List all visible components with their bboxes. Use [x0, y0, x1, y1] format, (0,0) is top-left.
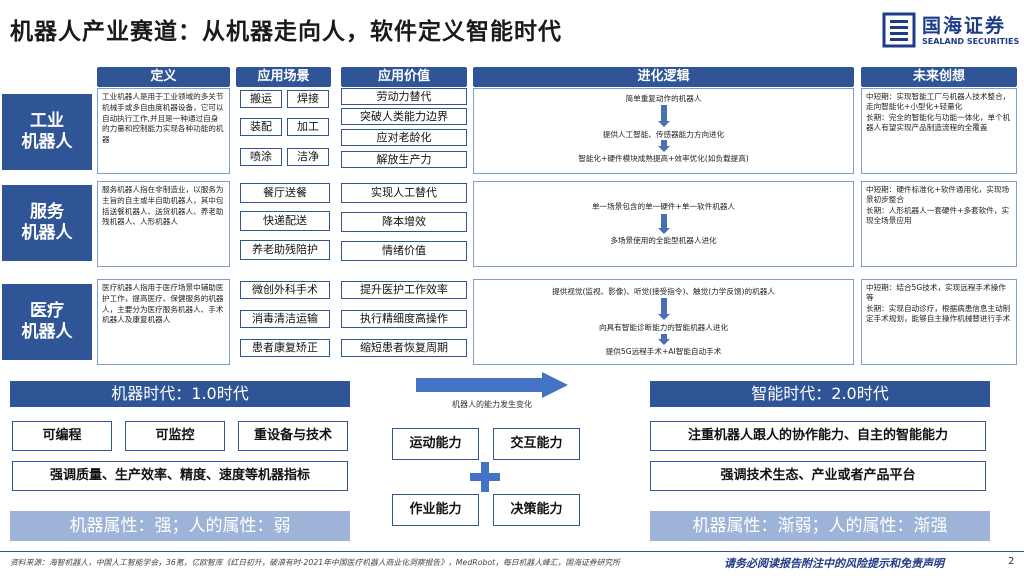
- evolution-step: 提供人工智能、传感器能力方向进化: [602, 130, 725, 139]
- column-header-future: 未来创想: [861, 67, 1017, 87]
- capability-box: 运动能力: [392, 428, 479, 460]
- attribute-banner-machine: 机器属性：强；人的属性：弱: [10, 511, 350, 541]
- scenario-pill: 洁净: [287, 148, 329, 166]
- scenario-pill: 焊接: [287, 90, 329, 108]
- evolution-industrial: 简单重复动作的机器人 提供人工智能、传感器能力方向进化 智能化+硬件模块成熟提高…: [473, 88, 854, 174]
- future-industrial: 中短期：实现智能工厂与机器人技术整合，走向智能化+小型化+轻量化 长期：完全的智…: [861, 88, 1017, 174]
- logo-text-en: SEALAND SECURITIES: [922, 37, 1020, 46]
- capability-box: 交互能力: [493, 428, 580, 460]
- column-header-evolution: 进化逻辑: [473, 67, 854, 87]
- evolution-medical: 提供视觉(监视、影像)、听觉(接受指令)、触觉(力学反馈)的机器人 向具有智能诊…: [473, 279, 854, 365]
- down-arrow-icon: [658, 140, 670, 152]
- down-arrow-icon: [658, 105, 670, 127]
- feature-box: 可监控: [125, 421, 225, 451]
- scenario-pill: 快递配送: [240, 211, 330, 231]
- era-banner-intelligent: 智能时代：2.0时代: [650, 381, 990, 407]
- scenario-pill: 餐厅送餐: [240, 183, 330, 203]
- capability-box: 决策能力: [493, 494, 580, 526]
- scenario-pill: 装配: [240, 118, 282, 136]
- definition-medical: 医疗机器人指用于医疗场景中辅助医护工作，提高医疗、保健服务的机器人，主要分为医疗…: [97, 279, 230, 365]
- feature-box: 重设备与技术: [238, 421, 348, 451]
- feature-box: 强调技术生态、产业或者产品平台: [650, 461, 986, 491]
- column-header-value: 应用价值: [341, 67, 467, 87]
- scenario-pill: 养老助残陪护: [240, 240, 330, 260]
- logo-text-cn: 国海证券: [922, 15, 1007, 37]
- evolution-step: 单一场景包含的单一硬件+单一软件机器人: [591, 202, 736, 211]
- capability-box: 作业能力: [392, 494, 479, 526]
- column-header-scenarios: 应用场景: [236, 67, 331, 87]
- value-pill: 应对老龄化: [341, 129, 467, 146]
- scenario-pill: 喷涂: [240, 148, 282, 166]
- evolution-step: 智能化+硬件模块成熟提高+效率优化(如负载提高): [578, 154, 749, 163]
- value-pill: 劳动力替代: [341, 88, 467, 105]
- value-pill: 提升医护工作效率: [341, 281, 467, 299]
- source-note: 资料来源：海智机器人，中国人工智能学会，36氪，亿欧智库《红日初升，破浪有时-2…: [10, 558, 620, 567]
- row-label-line2: 机器人: [21, 132, 73, 152]
- row-label-line1: 医疗: [30, 300, 64, 321]
- feature-box: 注重机器人跟人的协作能力、自主的智能能力: [650, 421, 986, 451]
- evolution-step: 向具有智能诊断能力的智能机器人进化: [598, 323, 729, 332]
- page-title: 机器人产业赛道：从机器走向人，软件定义智能时代: [10, 19, 562, 45]
- disclaimer-link[interactable]: 请务必阅读报告附注中的风险提示和免责声明: [724, 557, 944, 570]
- value-pill: 执行精细度高操作: [341, 310, 467, 328]
- value-pill: 降本增效: [341, 212, 467, 232]
- scenario-pill: 加工: [287, 118, 329, 136]
- evolution-service: 单一场景包含的单一硬件+单一软件机器人 多场景使用的全能型机器人进化: [473, 181, 854, 267]
- row-label-line2: 机器人: [21, 223, 73, 243]
- value-pill: 情绪价值: [341, 241, 467, 261]
- right-arrow-icon: [416, 372, 568, 398]
- page-number: 2: [1008, 556, 1015, 567]
- evolution-step: 提供5G远程手术+AI智能自动手术: [605, 347, 722, 356]
- row-label-line1: 服务: [30, 201, 64, 222]
- scenario-pill: 搬运: [240, 90, 282, 108]
- row-label-line2: 机器人: [21, 322, 73, 342]
- plus-icon: [470, 462, 500, 492]
- sealand-logo-icon: [882, 12, 916, 48]
- evolution-step: 提供视觉(监视、影像)、听觉(接受指令)、触觉(力学反馈)的机器人: [552, 287, 775, 296]
- value-pill: 实现人工替代: [341, 183, 467, 203]
- down-arrow-icon: [658, 214, 670, 234]
- evolution-step: 简单重复动作的机器人: [625, 94, 702, 103]
- future-medical: 中短期：结合5G技术，实现远程手术操作等 长期：实现自动诊疗，根据病患信息主动制…: [861, 279, 1017, 365]
- row-label-service: 服务机器人: [2, 185, 92, 261]
- column-header-definition: 定义: [97, 67, 230, 87]
- sealand-logo: 国海证券 SEALAND SECURITIES: [882, 10, 1020, 54]
- future-service: 中短期：硬件标准化+软件通用化，实现场景初步整合 长期：人形机器人一套硬件+多套…: [861, 181, 1017, 267]
- row-label-line1: 工业: [30, 110, 64, 131]
- definition-industrial: 工业机器人是用于工业领域的多关节机械手或多自由度机器设备，它可以自动执行工作,并…: [97, 88, 230, 174]
- era-banner-machine: 机器时代：1.0时代: [10, 381, 350, 407]
- scenario-pill: 微创外科手术: [240, 281, 330, 299]
- value-pill: 突破人类能力边界: [341, 108, 467, 125]
- down-arrow-icon: [658, 298, 670, 320]
- row-label-industrial: 工业机器人: [2, 94, 92, 170]
- value-pill: 解放生产力: [341, 151, 467, 168]
- ability-change-caption: 机器人的能力发生变化: [452, 400, 532, 409]
- down-arrow-icon: [658, 334, 670, 345]
- footer-divider: [0, 551, 1024, 552]
- feature-box: 可编程: [12, 421, 112, 451]
- attribute-banner-intelligent: 机器属性：渐弱；人的属性：渐强: [650, 511, 990, 541]
- value-pill: 缩短患者恢复周期: [341, 339, 467, 357]
- scenario-pill: 消毒清洁运输: [240, 310, 330, 328]
- definition-service: 服务机器人指在非制造业，以服务为主旨的自主或半自助机器人，其中包括送餐机器人、送…: [97, 181, 230, 267]
- scenario-pill: 患者康复矫正: [240, 339, 330, 357]
- feature-box: 强调质量、生产效率、精度、速度等机器指标: [12, 461, 348, 491]
- evolution-step: 多场景使用的全能型机器人进化: [610, 236, 717, 245]
- row-label-medical: 医疗机器人: [2, 284, 92, 360]
